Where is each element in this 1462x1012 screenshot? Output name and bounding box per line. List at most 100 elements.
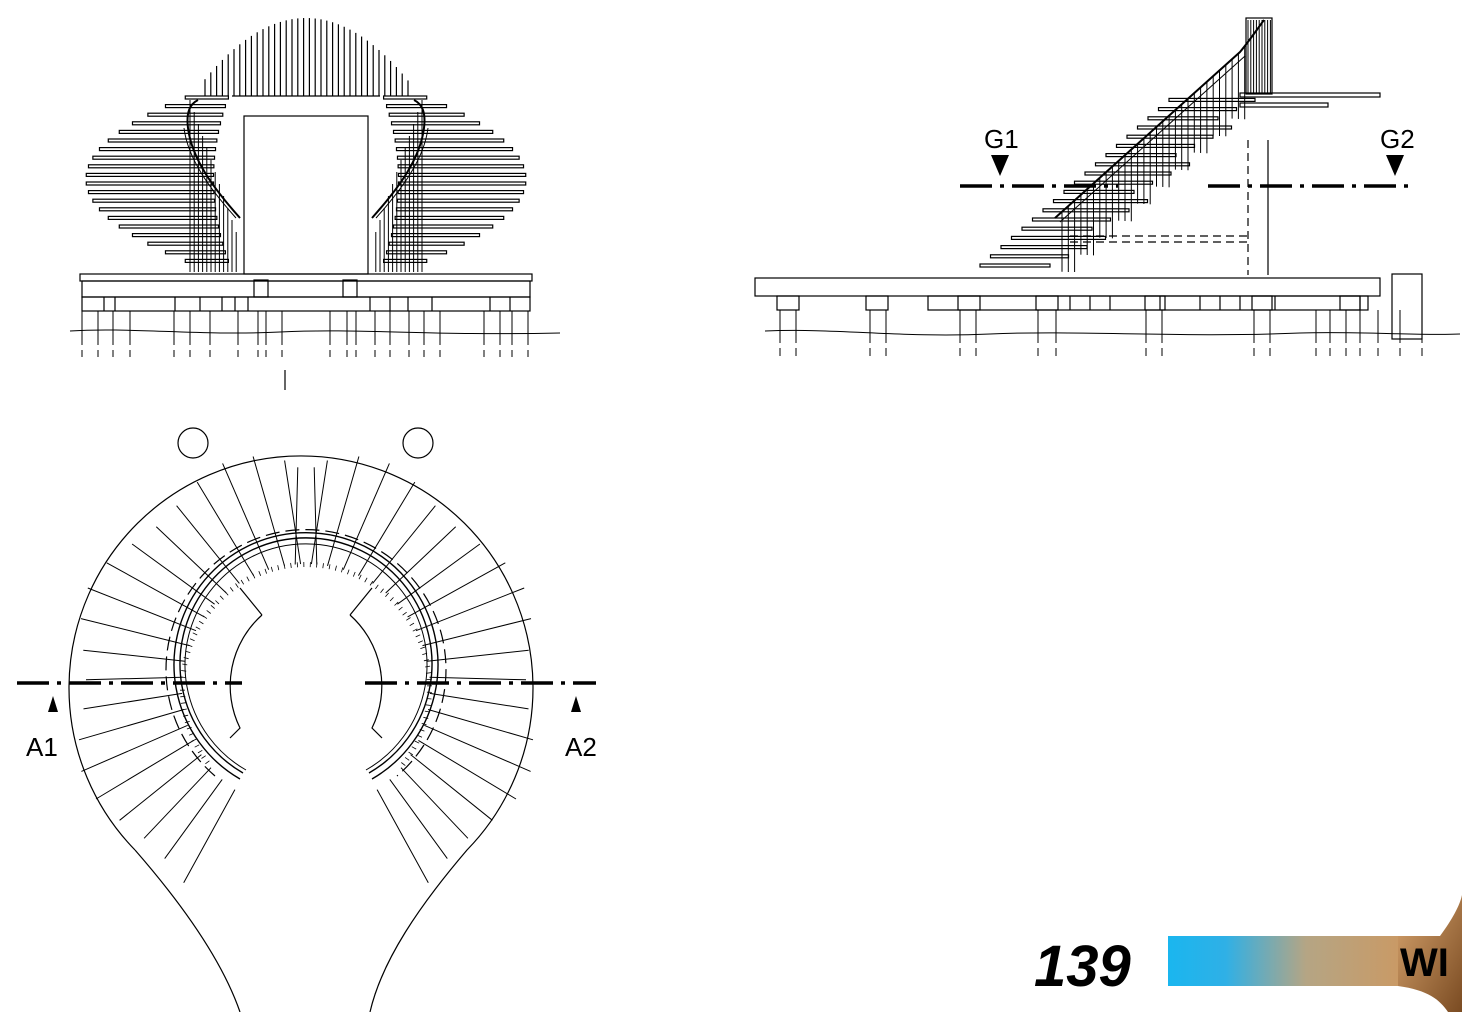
deck-beam xyxy=(957,295,981,311)
stair-tread xyxy=(415,587,525,632)
stair-tread xyxy=(294,467,299,565)
stair-tread xyxy=(176,505,240,584)
rail-tick xyxy=(375,584,379,590)
stair-tread xyxy=(310,460,328,565)
stair-tread xyxy=(83,692,183,710)
stair-tread xyxy=(394,138,505,143)
rail-tick xyxy=(364,577,368,583)
stair-tread xyxy=(397,172,527,177)
rail-tick xyxy=(183,657,189,660)
section-arrows xyxy=(48,155,1404,712)
marker-circle-right xyxy=(402,427,434,459)
stair-tread xyxy=(164,779,223,859)
rail-tick xyxy=(380,588,384,593)
stair-tread xyxy=(388,241,465,246)
stair-tread xyxy=(372,505,436,584)
stair-tread xyxy=(107,215,218,220)
rail-tick xyxy=(404,757,410,761)
rail-tick xyxy=(197,749,203,754)
stair-tread xyxy=(196,481,255,576)
rail-tick xyxy=(198,620,204,625)
stair-outline xyxy=(68,455,534,1012)
stair-tread xyxy=(395,147,514,152)
rail-tick xyxy=(201,755,206,759)
rail-tick xyxy=(246,576,250,582)
rail-tick xyxy=(215,600,220,605)
rail-tick xyxy=(240,579,245,585)
stair-tread xyxy=(407,562,506,618)
stair-tread xyxy=(118,224,220,229)
stair-tread xyxy=(78,709,185,741)
rail-tick xyxy=(181,670,187,672)
stair-tread xyxy=(98,147,217,152)
rail-tick xyxy=(206,610,211,614)
brown-swoosh xyxy=(1398,895,1462,1012)
rail-tick xyxy=(420,646,426,649)
deck-beam xyxy=(776,295,800,311)
arrow-up-icon xyxy=(571,696,581,712)
stair-tread xyxy=(81,724,188,772)
stair-tread xyxy=(222,463,270,570)
stair-tread xyxy=(385,103,448,109)
section-label-g1: G1 xyxy=(984,124,1019,154)
stair-tread xyxy=(342,463,390,570)
stair-tread xyxy=(1105,153,1177,158)
rail-tick xyxy=(425,704,431,706)
arrow-up-icon xyxy=(48,696,58,712)
rail-tick xyxy=(235,583,239,588)
color-bar xyxy=(1168,936,1398,986)
stair-tread xyxy=(1021,226,1093,231)
stair-tread xyxy=(252,456,285,567)
rail-tick xyxy=(334,565,337,571)
stair-tread xyxy=(92,198,216,203)
rail-tick xyxy=(411,746,417,750)
rail-tick xyxy=(419,729,425,732)
rail-tick xyxy=(412,628,418,632)
stair-tread xyxy=(327,456,360,567)
stair-tread xyxy=(396,198,520,203)
rail-tick xyxy=(389,597,394,602)
rail-tick xyxy=(182,663,188,666)
deck-beam xyxy=(927,295,1369,311)
rail-tick xyxy=(369,580,374,586)
stair-tread xyxy=(397,190,525,195)
rail-tick xyxy=(423,716,429,719)
deck-slab xyxy=(754,277,1381,297)
arrow-down-icon xyxy=(1386,155,1404,176)
stair-tread xyxy=(1094,162,1191,167)
rail-tick xyxy=(185,650,191,653)
page-number: 139 xyxy=(1034,934,1131,999)
rail-tick xyxy=(328,564,331,570)
rail-tick xyxy=(341,567,344,573)
section-label-g2: G2 xyxy=(1380,124,1415,154)
rail-tick xyxy=(421,723,427,726)
rail-tick xyxy=(258,571,262,576)
rail-tick xyxy=(186,727,192,730)
deck-beam xyxy=(1035,295,1059,311)
stair-tread xyxy=(392,129,494,134)
stair-tread xyxy=(95,739,194,800)
stair-tread xyxy=(119,754,202,821)
rail-tick xyxy=(406,617,411,621)
rail-tick xyxy=(398,606,403,611)
rail-tick xyxy=(192,632,198,636)
stair-tread xyxy=(385,526,457,594)
stair-tread xyxy=(284,460,302,565)
stair-tread xyxy=(147,241,224,246)
stair-tread xyxy=(1115,143,1196,148)
stair-tread xyxy=(376,789,429,884)
stair-tread xyxy=(392,224,494,229)
rail-tick xyxy=(205,760,210,765)
stair-tread xyxy=(106,562,205,618)
stair-tread xyxy=(429,692,529,710)
stair-tread xyxy=(147,112,224,117)
stair-tread xyxy=(1136,125,1233,130)
stair-tread xyxy=(397,181,527,186)
stair-tread xyxy=(164,103,227,109)
stair-tread xyxy=(131,543,215,605)
stair-tread xyxy=(184,95,229,100)
front-elevation-view xyxy=(69,18,561,390)
rail-tick xyxy=(270,566,273,572)
stair-tread xyxy=(389,779,448,859)
